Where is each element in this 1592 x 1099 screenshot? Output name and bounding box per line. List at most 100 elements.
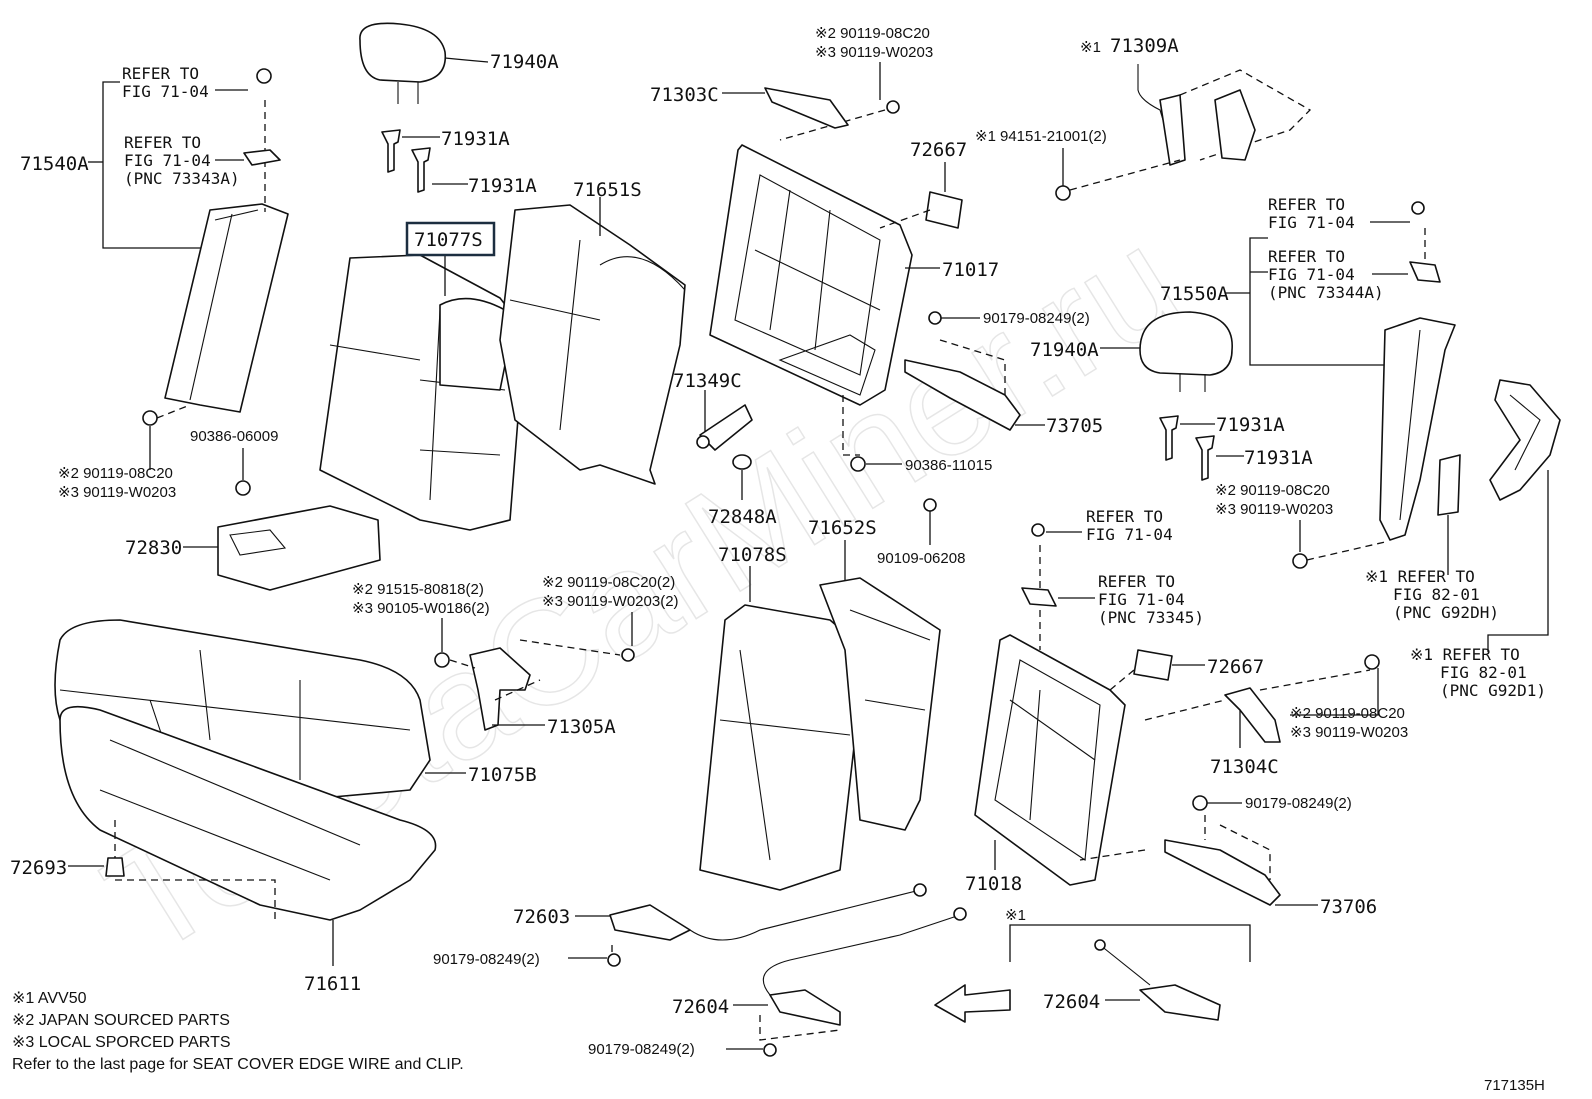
- ref-mid-2-line3: (PNC 73345): [1098, 608, 1204, 627]
- label-72667-mid[interactable]: 72667: [1207, 656, 1264, 678]
- ref-right-2: REFER TO FIG 71-04 (PNC 73344A): [1268, 247, 1441, 302]
- part-71349c-bracket: [696, 390, 753, 451]
- label-71017[interactable]: 71017: [942, 259, 999, 281]
- note-center-bolt-b-line1: ※2 90119-08C20(2): [542, 574, 675, 591]
- label-94151-21001[interactable]: 94151-21001(2): [1000, 128, 1107, 145]
- note-right-bolt-a: ※2 90119-08C20 ※3 90119-W0203: [1215, 482, 1333, 552]
- mark-94151: ※1: [975, 128, 996, 145]
- label-90179-08249-right[interactable]: 90179-08249(2): [1245, 795, 1352, 812]
- part-72604-lever-a: [733, 907, 967, 1026]
- ref-82-b-line2: FIG 82-01: [1440, 663, 1527, 682]
- part-73705-bracket: [904, 339, 1045, 431]
- label-71304c[interactable]: 71304C: [1210, 756, 1279, 778]
- label-71349c[interactable]: 71349C: [673, 370, 742, 392]
- part-71611-cushion-pad: [59, 705, 437, 966]
- ref-82-a-line2: FIG 82-01: [1393, 585, 1480, 604]
- label-71611[interactable]: 71611: [304, 973, 361, 995]
- label-71652s[interactable]: 71652S: [808, 517, 877, 539]
- part-71931a-guides-left: [381, 129, 468, 193]
- part-71652s-cover: [819, 540, 941, 831]
- label-71309a[interactable]: 71309A: [1110, 35, 1179, 57]
- part-71940a-headrest-right: [1100, 311, 1233, 392]
- label-90179-08249-top[interactable]: 90179-08249(2): [983, 310, 1090, 327]
- label-90179-08249-b[interactable]: 90179-08249(2): [588, 1041, 695, 1058]
- label-72603[interactable]: 72603: [513, 906, 570, 928]
- label-73705[interactable]: 73705: [1046, 415, 1103, 437]
- ref-mid-1-line2: FIG 71-04: [1086, 525, 1173, 544]
- label-71940a-top[interactable]: 71940A: [490, 51, 559, 73]
- label-71931a-3[interactable]: 71931A: [1216, 414, 1285, 436]
- part-71651s-cover: [499, 197, 686, 485]
- ref-left-2: REFER TO FIG 71-04 (PNC 73343A): [124, 133, 244, 188]
- label-90179-08249-a[interactable]: 90179-08249(2): [433, 951, 540, 968]
- part-94151-21001: ※1: [975, 128, 1181, 201]
- figure-code: 717135H: [1484, 1077, 1545, 1094]
- note-left-bolt-line2: ※3 90119-W0203: [58, 484, 176, 501]
- part-90179-08249-b: [726, 1015, 841, 1057]
- footnote-4: Refer to the last page for SEAT COVER ED…: [12, 1056, 464, 1073]
- label-90109-06208[interactable]: 90109-06208: [877, 550, 965, 567]
- label-72604-a[interactable]: 72604: [672, 996, 729, 1018]
- note-center-bolt-a-line1: ※2 91515-80818(2): [352, 581, 484, 598]
- note-center-bolt-a-line2: ※3 90105-W0186(2): [352, 600, 490, 617]
- part-90179-08249-top: [928, 311, 980, 325]
- ref-82-b-line1: ※1 REFER TO: [1410, 645, 1520, 664]
- note-right-bolt-b-line1: ※2 90119-08C20: [1290, 705, 1405, 722]
- label-71540a[interactable]: 71540A: [20, 153, 89, 175]
- note-top-bolt-line1: ※2 90119-08C20: [815, 25, 930, 42]
- part-72667-top: [879, 162, 963, 229]
- label-71550a[interactable]: 71550A: [1160, 283, 1229, 305]
- part-71304c-bracket: [1144, 669, 1371, 748]
- part-90386-06009: [235, 448, 251, 496]
- part-71931a-guides-right: [1159, 415, 1244, 481]
- ref-left-2-line3: (PNC 73343A): [124, 169, 240, 188]
- label-71303c[interactable]: 71303C: [650, 84, 719, 106]
- note-right-bolt-b: ※2 90119-08C20 ※3 90119-W0203: [1290, 654, 1408, 741]
- note-right-bolt-a-line1: ※2 90119-08C20: [1215, 482, 1330, 499]
- label-71018[interactable]: 71018: [965, 873, 1022, 895]
- label-71931a-4[interactable]: 71931A: [1244, 447, 1313, 469]
- ref-82-a: ※1 REFER TO FIG 82-01 (PNC G92DH): [1365, 567, 1499, 622]
- label-71931a-2[interactable]: 71931A: [468, 175, 537, 197]
- ref-mid-1: REFER TO FIG 71-04: [1031, 507, 1173, 590]
- label-90386-11015[interactable]: 90386-11015: [905, 457, 992, 474]
- note-center-bolt-b: ※2 90119-08C20(2) ※3 90119-W0203(2): [542, 574, 679, 662]
- label-71075b[interactable]: 71075B: [468, 764, 537, 786]
- ref-82-b-line3: (PNC G92D1): [1440, 681, 1546, 700]
- label-71078s[interactable]: 71078S: [718, 544, 787, 566]
- label-73706[interactable]: 73706: [1320, 896, 1377, 918]
- footnote-2: ※2 JAPAN SOURCED PARTS: [12, 1012, 230, 1029]
- part-90179-08249-a: [568, 940, 621, 967]
- ref-left-1-line1: REFER TO: [122, 64, 199, 83]
- label-72693[interactable]: 72693: [10, 857, 67, 879]
- label-72848a[interactable]: 72848A: [708, 506, 777, 528]
- ref-82-a-line1: ※1 REFER TO: [1365, 567, 1475, 586]
- part-71309a-cable: ※1: [1080, 39, 1312, 166]
- ref-mid-1-line1: REFER TO: [1086, 507, 1163, 526]
- part-side-bracket-right: [1437, 379, 1561, 652]
- note-left-bolt: ※2 90119-08C20 ※3 90119-W0203: [58, 465, 176, 501]
- label-71940a-right[interactable]: 71940A: [1030, 339, 1099, 361]
- ref-mid-2-line1: REFER TO: [1098, 572, 1175, 591]
- note-center-bolt-a: ※2 91515-80818(2) ※3 90105-W0186(2): [352, 581, 490, 668]
- label-72667-top[interactable]: 72667: [910, 139, 967, 161]
- ref-mid-2-line2: FIG 71-04: [1098, 590, 1185, 609]
- part-72848a-cap: [732, 454, 752, 500]
- part-71303c-bracket: [722, 87, 849, 129]
- footnote-3: ※3 LOCAL SPORCED PARTS: [12, 1034, 231, 1051]
- label-71077s[interactable]: 71077S: [414, 229, 483, 251]
- label-71931a-1[interactable]: 71931A: [441, 128, 510, 150]
- label-71305a[interactable]: 71305A: [547, 716, 616, 738]
- note-right-bolt-b-line2: ※3 90119-W0203: [1290, 724, 1408, 741]
- part-73706-bracket: [1079, 815, 1318, 906]
- part-71550a-pillar-trim: [1226, 228, 1456, 569]
- ref-mid-2: REFER TO FIG 71-04 (PNC 73345): [1021, 572, 1204, 650]
- ref-left-2-line1: REFER TO: [124, 133, 201, 152]
- label-71651s[interactable]: 71651S: [573, 179, 642, 201]
- part-90386-11015: [850, 456, 902, 472]
- ref-right-1-line2: FIG 71-04: [1268, 213, 1355, 232]
- label-90386-06009[interactable]: 90386-06009: [190, 428, 278, 445]
- label-72604-b[interactable]: 72604: [1043, 991, 1100, 1013]
- label-71077s-box[interactable]: 71077S: [405, 221, 496, 257]
- label-72830[interactable]: 72830: [125, 537, 182, 559]
